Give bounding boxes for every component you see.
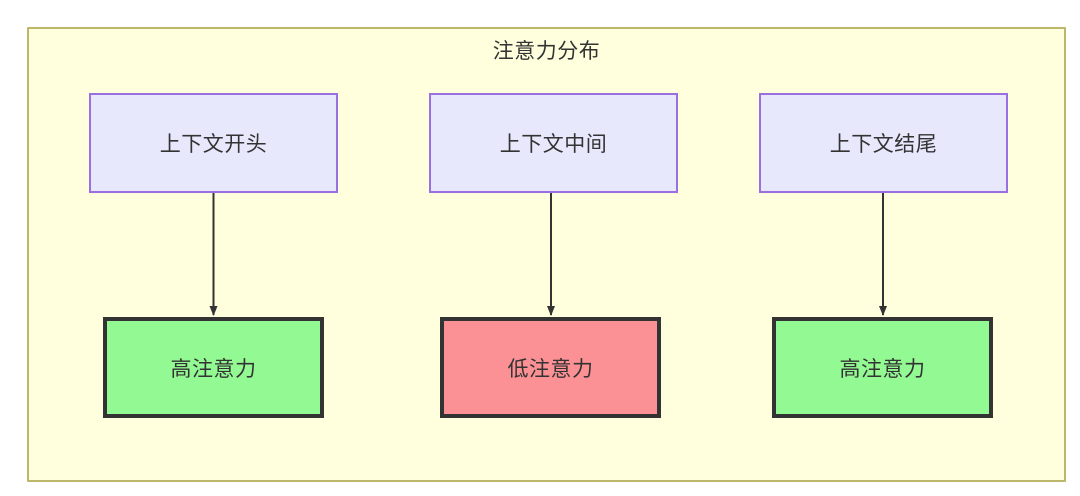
node-context-middle[interactable]: 上下文中间 xyxy=(429,93,678,193)
node-attention-high-start-label: 高注意力 xyxy=(170,357,257,381)
node-context-middle-label: 上下文中间 xyxy=(499,133,608,156)
node-attention-high-end[interactable]: 高注意力 xyxy=(772,317,993,418)
node-attention-high-start[interactable]: 高注意力 xyxy=(103,317,324,418)
node-context-end[interactable]: 上下文结尾 xyxy=(759,93,1008,193)
node-attention-low-middle[interactable]: 低注意力 xyxy=(440,317,661,418)
subgraph-title: 注意力分布 xyxy=(492,40,601,63)
node-context-end-label: 上下文结尾 xyxy=(829,133,938,156)
node-attention-high-end-label: 高注意力 xyxy=(839,357,926,381)
node-context-start[interactable]: 上下文开头 xyxy=(89,93,338,193)
node-context-start-label: 上下文开头 xyxy=(159,133,268,156)
node-attention-low-middle-label: 低注意力 xyxy=(507,357,594,381)
